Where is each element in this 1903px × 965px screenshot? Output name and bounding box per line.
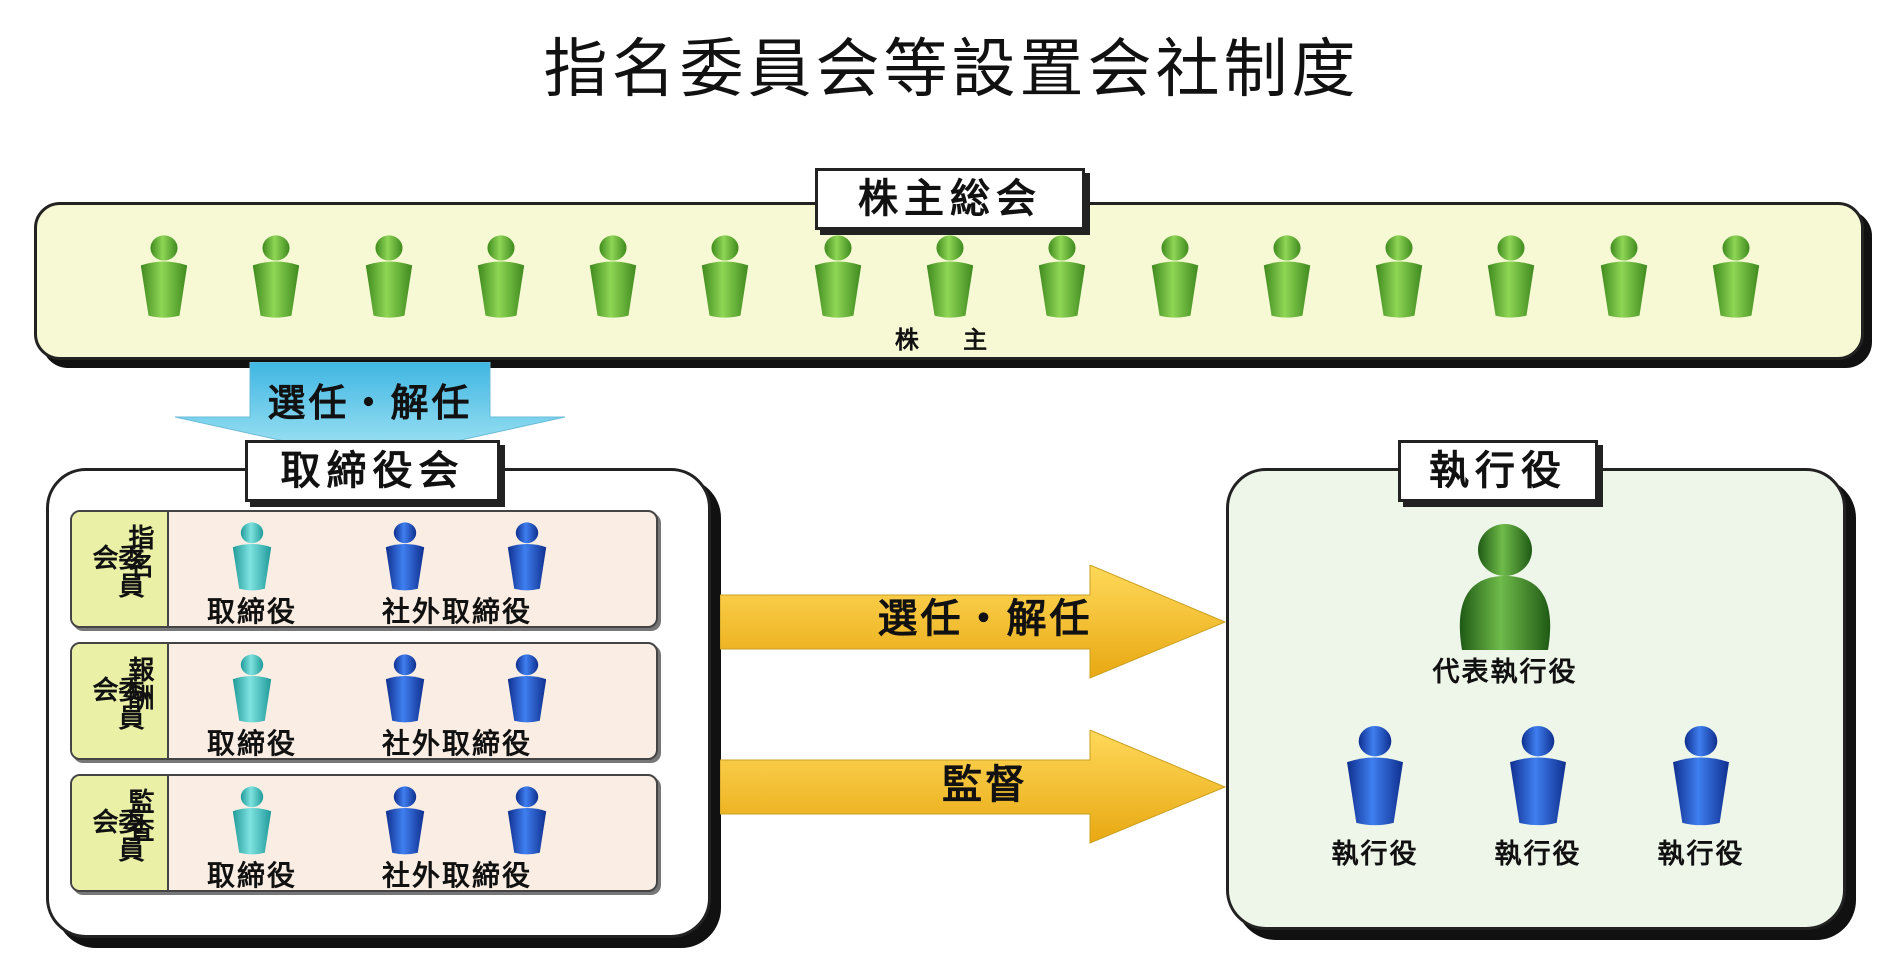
shareholder-figure: [589, 235, 637, 318]
outside-director-label: 社外取締役: [382, 595, 533, 628]
supervise-label: 監督: [942, 762, 1028, 808]
shareholder-figure: [140, 235, 188, 318]
officer-label: 執行役: [1494, 839, 1582, 870]
board-title: 取締役会: [245, 440, 500, 502]
shareholder-figure: [702, 235, 749, 318]
shareholder-figure: [253, 235, 300, 318]
outside-director-figure: [507, 786, 547, 855]
shareholder-figure: [365, 235, 412, 318]
representative-officer-figure: [1459, 524, 1551, 650]
appointment-down-arrow: [174, 362, 566, 461]
officer-label: 執行役: [1331, 839, 1419, 870]
officer-figure: [1510, 726, 1566, 826]
appoint-officers-arrow: [720, 565, 1227, 679]
diagram-title: 指名委員会等設置会社制度: [543, 33, 1360, 107]
committee-name: 監査: [124, 788, 154, 844]
outside-director-figure: [385, 522, 425, 591]
committee-suffix: 委員会: [88, 808, 144, 864]
shareholder-figure: [1488, 235, 1535, 318]
shareholder-figure: [1375, 235, 1423, 318]
inside-director-figure: [232, 522, 272, 591]
shareholder-figure: [1263, 235, 1311, 318]
committee-name: 報酬: [124, 656, 154, 712]
outside-director-label: 社外取締役: [382, 727, 533, 760]
officer-figure: [1673, 726, 1729, 826]
committee-suffix: 委員会: [88, 676, 144, 732]
inside-director-label: 取締役: [207, 727, 298, 760]
committee-label: 報酬委員会: [72, 644, 169, 758]
committee-name: 指名: [124, 524, 154, 580]
committee-label: 指名委員会: [72, 512, 169, 626]
outside-director-figure: [507, 522, 547, 591]
officer-label: 執行役: [1657, 839, 1745, 870]
outside-director-figure: [507, 654, 547, 723]
shareholder-figure: [1600, 235, 1647, 318]
outside-director-figure: [385, 654, 425, 723]
inside-director-label: 取締役: [207, 595, 298, 628]
officers-panel: [1226, 468, 1846, 930]
shareholders-meeting-title: 株主総会: [815, 168, 1085, 230]
committee-row: 報酬委員会取締役 社外取締役: [70, 642, 658, 760]
outside-director-label: 社外取締役: [382, 859, 533, 892]
shareholder-figure: [1151, 235, 1198, 318]
inside-director-figure: [232, 786, 272, 855]
shareholder-figures: [135, 232, 1765, 322]
representative-officer-label: 代表執行役: [1432, 657, 1578, 688]
appointment-arrow-label: 選任・解任: [267, 381, 473, 425]
inside-director-label: 取締役: [207, 859, 298, 892]
committee-row: 監査委員会取締役 社外取締役: [70, 774, 658, 892]
officers-title: 執行役: [1398, 440, 1598, 502]
supervise-arrow: [720, 730, 1227, 844]
committee-row: 指名委員会取締役 社外取締役: [70, 510, 658, 628]
shareholder-figure: [477, 235, 525, 318]
committee-suffix: 委員会: [88, 544, 144, 600]
shareholder-figure: [1039, 235, 1086, 318]
appoint-officers-label: 選任・解任: [877, 596, 1093, 642]
shareholder-label: 株 主: [894, 326, 1006, 354]
shareholder-figure: [814, 235, 861, 318]
committee-label: 監査委員会: [72, 776, 169, 890]
shareholder-figure: [1712, 235, 1760, 318]
shareholder-figure: [926, 235, 974, 318]
inside-director-figure: [232, 654, 272, 723]
officer-figure: [1347, 726, 1403, 826]
outside-director-figure: [385, 786, 425, 855]
